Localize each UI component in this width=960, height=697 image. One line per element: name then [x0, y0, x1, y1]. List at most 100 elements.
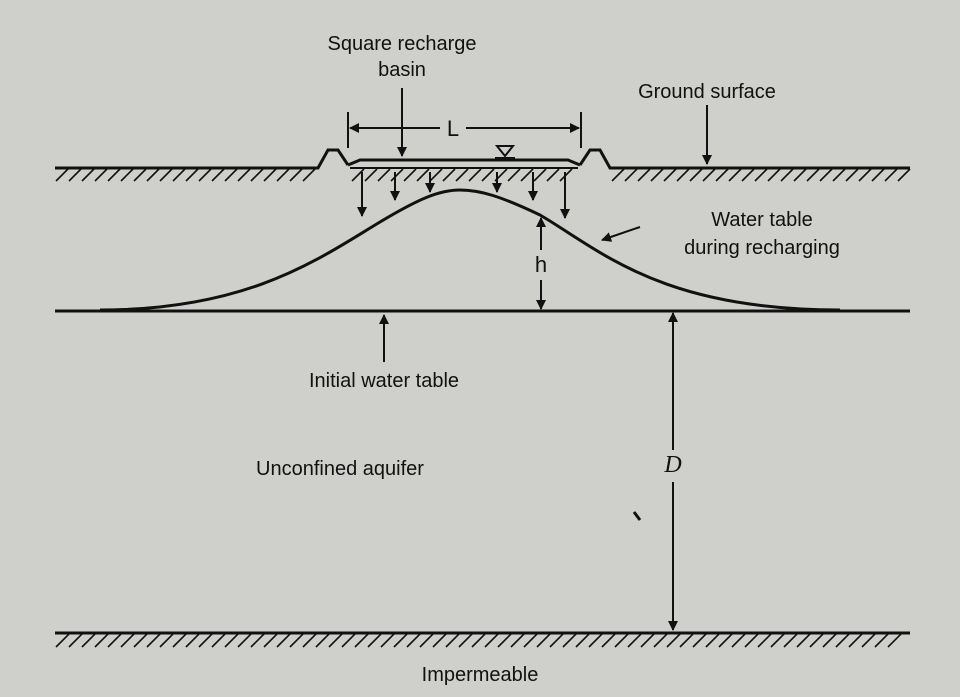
hatch-mark [874, 633, 889, 648]
hatch-mark [146, 168, 160, 182]
hatch-mark [484, 633, 499, 648]
hatch-mark [276, 168, 290, 182]
hatch-mark [871, 168, 885, 182]
hatch-mark [536, 633, 551, 648]
hatch-mark [796, 633, 811, 648]
hatch-mark [692, 633, 707, 648]
hatch-mark [546, 168, 560, 182]
water-level-triangle [494, 145, 516, 158]
basin-label-line1: Square recharge [328, 33, 477, 55]
hatch-mark [523, 633, 538, 648]
hatch-mark [120, 633, 135, 648]
hatch-mark [159, 168, 173, 182]
hatch-mark [81, 168, 95, 182]
hatch-mark [198, 168, 212, 182]
hatch-mark [55, 633, 70, 648]
hatch-mark [393, 633, 408, 648]
hatch-mark [637, 168, 651, 182]
hatch-mark [133, 633, 148, 648]
hatch-mark [276, 633, 291, 648]
hatch-mark [250, 633, 265, 648]
hatch-mark [728, 168, 742, 182]
hatch-mark [380, 633, 395, 648]
hatch-mark [718, 633, 733, 648]
hatch-mark [689, 168, 703, 182]
hatch-mark [822, 633, 837, 648]
hatch-mark [403, 168, 417, 182]
hatch-mark [237, 633, 252, 648]
water-table-mound [99, 188, 841, 312]
hatch-mark [858, 168, 872, 182]
hatch-mark [741, 168, 755, 182]
hatch-mark [588, 633, 603, 648]
hatch-mark [819, 168, 833, 182]
hatch-mark [754, 168, 768, 182]
hatch-mark [624, 168, 638, 182]
hatch-mark [289, 168, 303, 182]
hatch-mark [679, 633, 694, 648]
hatch-mark [133, 168, 147, 182]
hatch-mark [211, 168, 225, 182]
hatch-mark [432, 633, 447, 648]
hatch-mark [575, 633, 590, 648]
impermeable-base [55, 631, 910, 648]
hatch-mark [315, 633, 330, 648]
ground-hatch [55, 168, 911, 182]
hatch-mark [887, 633, 902, 648]
hatch-mark [224, 633, 239, 648]
hatch-mark [364, 168, 378, 182]
hatch-mark [663, 168, 677, 182]
hatch-mark [146, 633, 161, 648]
aquifer-thickness-dimension: D [663, 312, 682, 631]
ground-surface-label: Ground surface [638, 81, 776, 103]
base-hatch [55, 633, 902, 648]
hatch-mark [263, 168, 277, 182]
hatch-mark [845, 168, 859, 182]
hatch-mark [302, 633, 317, 648]
ground-surface [55, 148, 911, 182]
hatch-mark [757, 633, 772, 648]
hatch-mark [650, 168, 664, 182]
hatch-mark [481, 168, 495, 182]
hatch-mark [770, 633, 785, 648]
aquifer-thickness-symbol: D [663, 452, 681, 478]
hatch-mark [107, 633, 122, 648]
hatch-mark [744, 633, 759, 648]
hatch-mark [767, 168, 781, 182]
hatch-mark [806, 168, 820, 182]
hatch-mark [705, 633, 720, 648]
hatch-mark [780, 168, 794, 182]
hatch-mark [211, 633, 226, 648]
hatch-mark [562, 633, 577, 648]
basin-width-dimension: L [347, 112, 582, 148]
basin-width-symbol: L [447, 116, 459, 141]
hatch-mark [406, 633, 421, 648]
hatch-mark [442, 168, 456, 182]
hatch-mark [68, 168, 82, 182]
initial-water-table-label: Initial water table [309, 370, 459, 392]
hatch-mark [640, 633, 655, 648]
hatch-mark [897, 168, 911, 182]
percolation-arrows [357, 172, 570, 219]
hatch-mark [107, 168, 121, 182]
hatch-mark [715, 168, 729, 182]
hatch-mark [601, 633, 616, 648]
hatch-mark [835, 633, 850, 648]
hatch-mark [263, 633, 278, 648]
hatch-mark [429, 168, 443, 182]
hatch-mark [185, 633, 200, 648]
hatch-mark [68, 633, 83, 648]
hatch-mark [455, 168, 469, 182]
hatch-mark [783, 633, 798, 648]
hatch-mark [471, 633, 486, 648]
hatch-mark [341, 633, 356, 648]
hatch-mark [328, 633, 343, 648]
recharge-basin [347, 145, 581, 219]
hatch-mark [614, 633, 629, 648]
hatch-mark [793, 168, 807, 182]
hatch-mark [120, 168, 134, 182]
water-table-label-line1: Water table [711, 209, 813, 231]
hatch-mark [237, 168, 251, 182]
hatch-mark [611, 168, 625, 182]
hatch-mark [458, 633, 473, 648]
